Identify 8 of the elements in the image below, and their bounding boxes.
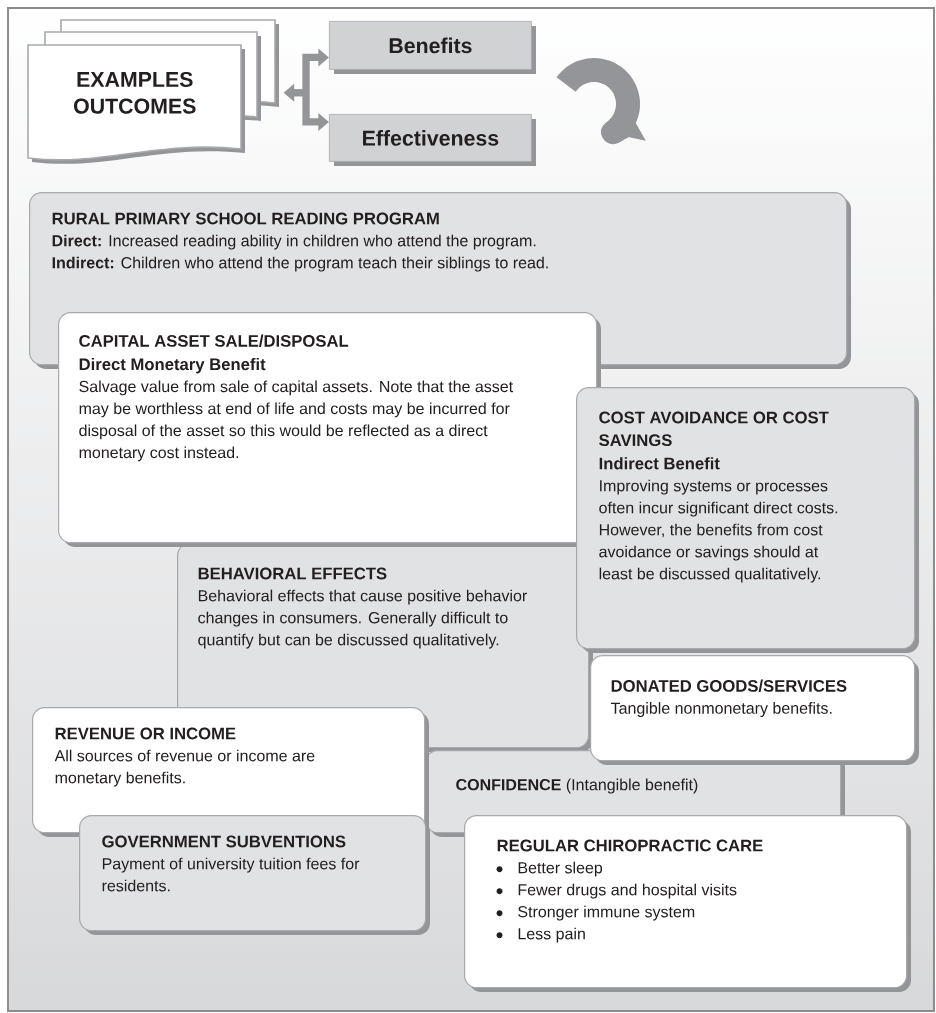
label-box: Benefits (329, 21, 536, 74)
arrow (302, 48, 329, 93)
info-box: GOVERNMENT SUBVENTIONS Payment of university tuition fees for residents. (79, 815, 430, 935)
label-box: Effectiveness (329, 114, 536, 166)
info-box: COST AVOIDANCE OR COST SAVINGS Indirect Benefit Improving systems or processes often incur significant direct costs. However, the benefits from cost avoidance or savings should at least be discussed qualitatively. (576, 387, 919, 653)
info-box: DONATED GOODS/SERVICES Tangible nonmonetary benefits. (590, 655, 919, 765)
info-box: REGULAR CHIROPRACTIC CARE Better sleep Fewer drugs and hospital visits Stronger immune system Less pain (464, 815, 911, 992)
document-stack: EXAMPLES OUTCOMES (27, 19, 279, 164)
